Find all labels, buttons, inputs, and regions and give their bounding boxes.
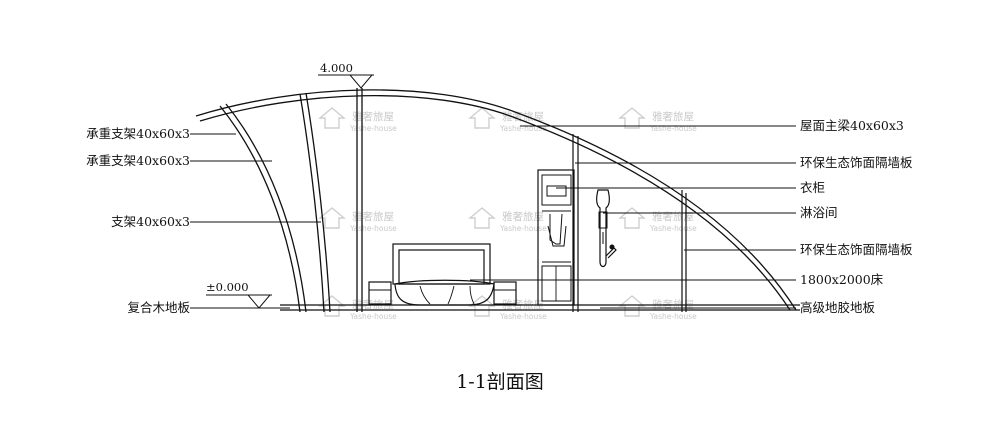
label-roof-main-beam: 屋面主梁40x60x3 <box>800 118 904 133</box>
watermark-logo-icon: 雅奢旅屋 Yashe-house <box>468 207 547 233</box>
watermark-sub: Yashe-house <box>349 224 397 233</box>
wardrobe <box>537 169 575 306</box>
label-partition-wall-2: 环保生态饰面隔墙板 <box>800 242 913 257</box>
watermark-brand: 雅奢旅屋 <box>352 110 394 123</box>
label-shower-room: 淋浴间 <box>800 205 838 220</box>
watermark-sub: Yashe-house <box>349 312 397 321</box>
label-vinyl-floor: 高级地胶地板 <box>800 300 876 315</box>
watermarks: 雅奢旅屋 Yashe-house 雅奢旅屋 Yashe-house 雅奢旅屋 Y… <box>318 107 697 321</box>
watermark-logo-icon: 雅奢旅屋 Yashe-house <box>318 295 397 321</box>
leader-lines-right <box>470 125 796 309</box>
elevation-marker-top: 4.000 <box>318 61 374 89</box>
label-partition-wall-1: 环保生态饰面隔墙板 <box>800 155 913 170</box>
label-bed: 1800x2000床 <box>800 272 884 287</box>
drawing-title: 1-1剖面图 <box>456 371 544 393</box>
label-load-bearing-support-2: 承重支架40x60x3 <box>86 153 190 168</box>
partition-walls <box>572 134 687 312</box>
support-columns <box>219 88 363 313</box>
watermark-brand: 雅奢旅屋 <box>502 110 544 123</box>
watermark-sub: Yashe-house <box>649 312 697 321</box>
labels-left: 承重支架40x60x3 承重支架40x60x3 支架40x60x3 复合木地板 <box>86 126 190 315</box>
label-wardrobe: 衣柜 <box>800 180 825 195</box>
roof-beam <box>195 89 797 311</box>
watermark-logo-icon: 雅奢旅屋 Yashe-house <box>318 207 397 233</box>
watermark-brand: 雅奢旅屋 <box>652 210 694 223</box>
bed <box>368 243 517 306</box>
elevation-top-text: 4.000 <box>320 61 353 75</box>
leader-lines-left <box>190 133 321 309</box>
shower <box>596 189 617 268</box>
watermark-logo-icon: 雅奢旅屋 Yashe-house <box>318 107 397 133</box>
watermark-logo-icon: 雅奢旅屋 Yashe-house <box>468 295 547 321</box>
label-support: 支架40x60x3 <box>111 214 190 229</box>
watermark-brand: 雅奢旅屋 <box>652 110 694 123</box>
watermark-brand: 雅奢旅屋 <box>352 210 394 223</box>
watermark-logo-icon: 雅奢旅屋 Yashe-house <box>618 107 697 133</box>
elevation-marker-floor: ±0.000 <box>206 280 272 309</box>
watermark-brand: 雅奢旅屋 <box>502 210 544 223</box>
watermark-sub: Yashe-house <box>499 312 547 321</box>
elevation-floor-text: ±0.000 <box>206 280 249 294</box>
watermark-logo-icon: 雅奢旅屋 Yashe-house <box>468 107 547 133</box>
label-composite-wood-floor: 复合木地板 <box>127 300 190 315</box>
watermark-sub: Yashe-house <box>499 224 547 233</box>
labels-right: 屋面主梁40x60x3 环保生态饰面隔墙板 衣柜 淋浴间 环保生态饰面隔墙板 1… <box>800 118 913 315</box>
watermark-sub: Yashe-house <box>649 124 697 133</box>
watermark-sub: Yashe-house <box>499 124 547 133</box>
watermark-sub: Yashe-house <box>349 124 397 133</box>
label-load-bearing-support-1: 承重支架40x60x3 <box>86 126 190 141</box>
watermark-sub: Yashe-house <box>649 224 697 233</box>
